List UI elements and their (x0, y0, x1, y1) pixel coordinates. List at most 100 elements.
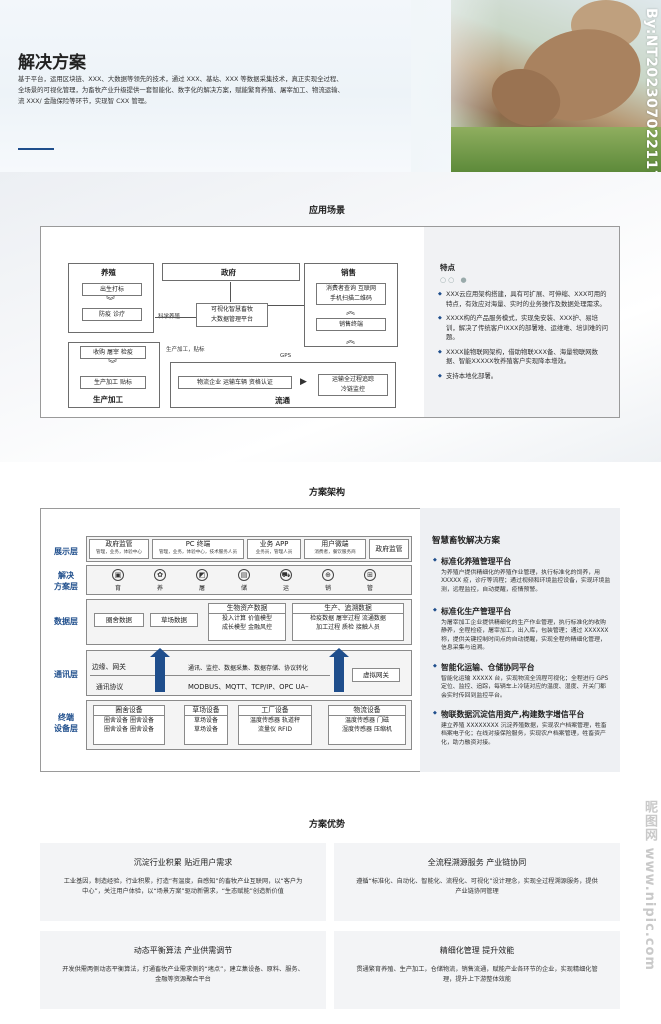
features-list: XXX云应用架构搭建，具有可扩展、可伸缩、XXX可用的特点，有效应对海量、实时的… (438, 290, 610, 386)
storage-icon: ▤ (238, 569, 250, 581)
government-box: 政府 (162, 263, 300, 281)
feature-item: XXXX构的产品服务模式，实现免安装、XXX护、易培训，解决了传统客户IXXX的… (438, 314, 610, 343)
device-group: 草场设备 草场设备 草场设备 (184, 705, 228, 745)
slaughter-icon: ◩ (196, 569, 208, 581)
advantage-title: 动态平衡算法 产业供需调节 (133, 946, 233, 955)
trace-data: 生产、追溯数据 检疫数据 屠宰过程 流通数据 加工过程 质检 接触人员 (292, 603, 404, 641)
raising-icon: ✿ (154, 569, 166, 581)
logistics-company-chip: 物流企业 运输车辆 资格认证 (178, 376, 292, 389)
scenario-title: 应用场景 (309, 206, 346, 216)
advantage-title: 沉淀行业积累 贴近用户需求 (133, 858, 233, 867)
layer-data: 数据层 (54, 617, 78, 626)
solution-label: 育 (114, 585, 121, 592)
arrow-right-icon: ▶ (300, 377, 307, 387)
sales-icon: ⊕ (322, 569, 334, 581)
footer-watermark: 昵图网 www.nipic.com (642, 800, 657, 971)
solution-label: 管 (366, 585, 373, 592)
platform-center: 可视化智慧畜牧 大数据管理平台 (196, 303, 268, 327)
solution-item-desc: 为屠宰加工企业提供精细化的生产作业管理，执行标准化的收购静养，全程检疫，屠宰加工… (441, 620, 609, 652)
sales-box: 销售 (304, 263, 398, 347)
solution-label: 销 (324, 585, 331, 592)
solution-row (86, 565, 412, 595)
device-group: 工厂设备 温度传感器 轨道秤 流量仪 RFID (238, 705, 312, 745)
advantage-desc: 开发供需两侧动态平衡算法，打通畜牧产业需求侧的“堵点”，建立集设备、原料、服务、… (62, 966, 304, 983)
layer-solution: 解决 方案层 (54, 571, 78, 591)
solution-item: 标准化生产管理平台 为屠宰加工企业提供精细化的生产作业管理，执行标准化的收购静养… (433, 606, 611, 653)
display-item: PC 终端管理，业务，体验中心，技术服务人员 (152, 539, 244, 559)
solution-item-title: 物联数据沉淀信用资产,构建数字增信平台 (433, 709, 611, 720)
epidemic-chip: 防疫 诊疗 (82, 308, 142, 321)
purchase-chip: 收购 屠宰 检疫 (80, 346, 146, 359)
solution-item-desc: 为养殖户提供精细化的养殖作业管理，执行标准化的饲养，用 XXXXX 疫，诊疗等流… (441, 570, 611, 593)
breeding-icon: ▣ (112, 569, 124, 581)
feature-item: XXXX能物联网架构，借助物联XXX备、海量物联网数据、智能XXXXX牧养殖客户… (438, 348, 610, 367)
display-item: 政府监管 (369, 539, 409, 559)
solution-panel (420, 508, 620, 772)
sales-terminal-chip: 销售终端 (316, 318, 386, 331)
logistics-title: 流通 (275, 396, 290, 405)
solution-item-title: 标准化养殖管理平台 (433, 556, 611, 567)
birth-tagging-chip: 出生打标 (82, 283, 142, 296)
device-group: 圈舍设备 圈舍设备 圈舍设备 圈舍设备 圈舍设备 (93, 705, 165, 745)
protocol-list: MODBUS、MQTT、TCP/IP、OPC UA– (188, 683, 309, 691)
solution-item: 智能化运输、仓储协同平台 智能化运输 XXXXX 台，实现物流全流程可视化；全程… (433, 662, 611, 700)
advantage-title: 全流程溯源服务 产业链协同 (427, 858, 527, 867)
architecture-title: 方案架构 (309, 488, 346, 498)
advantage-desc: 工业基因，制造经验，行业积累，打造“有温度，自感知”的畜牧产业互联网，以“客户为… (63, 878, 303, 895)
display-item: 政府监管管理，业务，体验中心 (89, 539, 149, 559)
solution-label: 运 (282, 585, 289, 592)
features-title: 特点 (440, 263, 455, 272)
solution-item-desc: 建立养殖 XXXXXXXX 沉淀养殖数据，实现农户档案管理，牲畜档案电子化；在线… (441, 723, 607, 746)
breeding-title: 养殖 (101, 268, 116, 277)
advantage-card: 沉淀行业积累 贴近用户需求 工业基因，制造经验，行业积累，打造“有温度，自感知”… (40, 843, 326, 921)
arrow-down-icon: ︾ (106, 297, 116, 307)
production-label: 生产加工，贴标 (166, 347, 205, 353)
solution-item-title: 智能化运输、仓储协同平台 (433, 662, 611, 673)
advantage-card: 全流程溯源服务 产业链协同 遵循“标准化、自动化、智能化、流程化、可视化”设计理… (334, 843, 620, 921)
breeding-box: 养殖 (68, 263, 154, 333)
gps-label: GPS (280, 353, 292, 359)
science-label: 科学养殖 (158, 312, 180, 320)
virtual-gateway: 虚拟网关 (352, 668, 400, 682)
cow-photo (411, 0, 661, 172)
advantages-title: 方案优势 (309, 820, 346, 830)
carousel-dots[interactable]: ○○ ● (440, 276, 469, 284)
pen-data: 圈舍数据 (94, 613, 144, 627)
advantage-title: 精细化管理 提升效能 (439, 946, 515, 955)
arrow-up-icon: ︽ (346, 336, 356, 346)
arrow-up-icon (329, 648, 349, 692)
arrow-up-icon: ︽ (346, 307, 356, 317)
truck-icon: ⛟ (280, 569, 292, 581)
advantage-desc: 遵循“标准化、自动化、智能化、流程化、可视化”设计理念，实现全过程溯源服务，提供… (356, 878, 598, 895)
solution-item: 物联数据沉淀信用资产,构建数字增信平台 建立养殖 XXXXXXXX 沉淀养殖数据… (433, 709, 611, 747)
production-chip: 生产加工 贴标 (80, 376, 146, 389)
transport-tracking-chip: 运输全过程追踪 冷链监控 (318, 374, 388, 396)
government-title: 政府 (221, 268, 236, 277)
advantage-card: 动态平衡算法 产业供需调节 开发供需两侧动态平衡算法，打通畜牧产业需求侧的“堵点… (40, 931, 326, 1009)
pasture-data: 草场数据 (150, 613, 198, 627)
display-item: 用户微端消费者，餐饮服务商 (304, 539, 366, 559)
solution-item-desc: 智能化运输 XXXXX 台，实现物流全流程可视化；全程进行 GPS 定位、监控、… (441, 676, 609, 699)
bio-asset-data: 生物资产数据 投入计算 价值模型 成长模型 金融风控 (208, 603, 286, 641)
advantage-card: 精细化管理 提升效能 贯通繁育养殖、生产加工，仓储物流，销售流通，赋能产业各环节… (334, 931, 620, 1009)
comm-services: 通讯、监控、数据采集、数据存储、协议转化 (188, 665, 309, 672)
hero-banner: 解决方案 基于平台，运用区块链、XXX、大数据等领先的技术，通过 XXX、基站、… (0, 0, 661, 172)
processing-title: 生产加工 (93, 395, 123, 404)
consumer-query-chip: 消费者查询 互联网 手机扫描二维码 (316, 283, 386, 305)
solution-item-title: 标准化生产管理平台 (433, 606, 611, 617)
solution-item: 标准化养殖管理平台 为养殖户提供精细化的养殖作业管理，执行标准化的饲养，用 XX… (433, 556, 611, 594)
solution-label: 储 (240, 585, 247, 592)
solution-panel-title: 智慧畜牧解决方案 (432, 536, 501, 546)
layer-comm: 通讯层 (54, 670, 78, 679)
title-underline (18, 148, 54, 150)
feature-item: 支持本地化部署。 (438, 372, 610, 382)
layer-display: 展示层 (54, 547, 78, 556)
edge-gateway: 边缘、网关 (92, 663, 126, 671)
solution-label: 养 (156, 585, 163, 592)
advantage-desc: 贯通繁育养殖、生产加工，仓储物流，销售流通，赋能产业各环节的企业，实现精细化管理… (356, 966, 598, 983)
device-group: 物流设备 温度传感器 门磁 湿度传感器 压缩机 (328, 705, 406, 745)
sales-title: 销售 (341, 268, 356, 277)
comm-protocol-label: 通讯协议 (96, 683, 124, 691)
arrow-up-icon (150, 648, 170, 692)
